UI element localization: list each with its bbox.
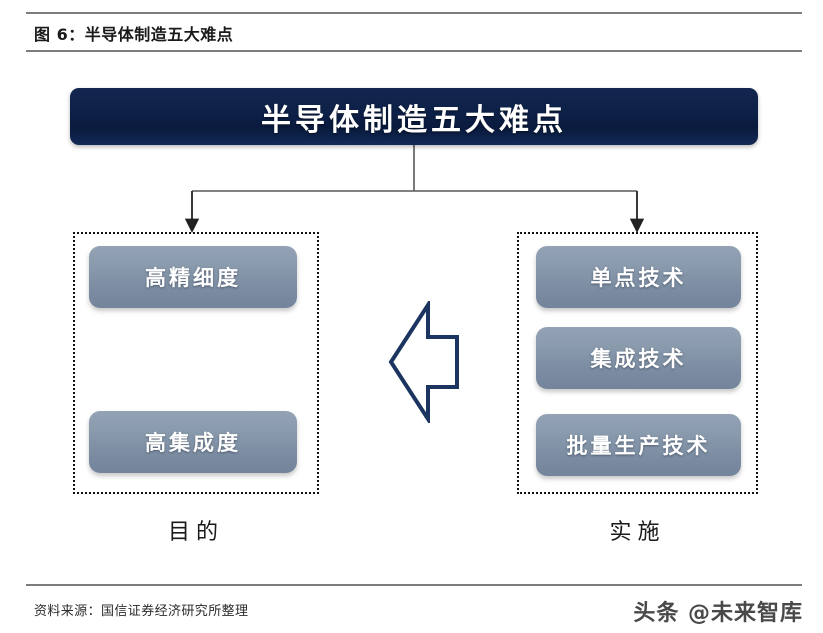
diagram-canvas: 半导体制造五大难点 高精细度 高集成度 单点技术 集成技术 批量生产技术 目的 … xyxy=(0,56,823,576)
node-label: 高精细度 xyxy=(145,265,241,290)
figure-title-block: 图 6：半导体制造五大难点 xyxy=(26,12,802,52)
node-single-point-technology[interactable]: 单点技术 xyxy=(536,246,741,308)
diagram-header-label: 半导体制造五大难点 xyxy=(261,102,567,138)
node-label: 高集成度 xyxy=(145,430,241,455)
source-note: 资料来源：国信证券经济研究所整理 xyxy=(34,604,249,619)
column-caption-implementation: 实施 xyxy=(609,520,666,545)
footer-divider xyxy=(26,584,802,586)
node-mass-production-technology[interactable]: 批量生产技术 xyxy=(536,414,741,476)
node-high-integration[interactable]: 高集成度 xyxy=(89,411,297,473)
page-title: 图 6：半导体制造五大难点 xyxy=(34,25,234,44)
node-label: 集成技术 xyxy=(590,346,687,371)
node-high-precision[interactable]: 高精细度 xyxy=(89,246,297,308)
group-container-implementation xyxy=(517,232,758,494)
diagram-header-banner: 半导体制造五大难点 xyxy=(70,88,758,145)
watermark: 头条 @未来智库 xyxy=(633,601,803,626)
node-label: 批量生产技术 xyxy=(566,433,711,458)
column-caption-purpose: 目的 xyxy=(167,520,224,545)
left-arrow-icon xyxy=(388,301,459,423)
node-label: 单点技术 xyxy=(590,265,687,290)
node-integration-technology[interactable]: 集成技术 xyxy=(536,327,741,389)
group-container-purpose xyxy=(73,232,319,494)
